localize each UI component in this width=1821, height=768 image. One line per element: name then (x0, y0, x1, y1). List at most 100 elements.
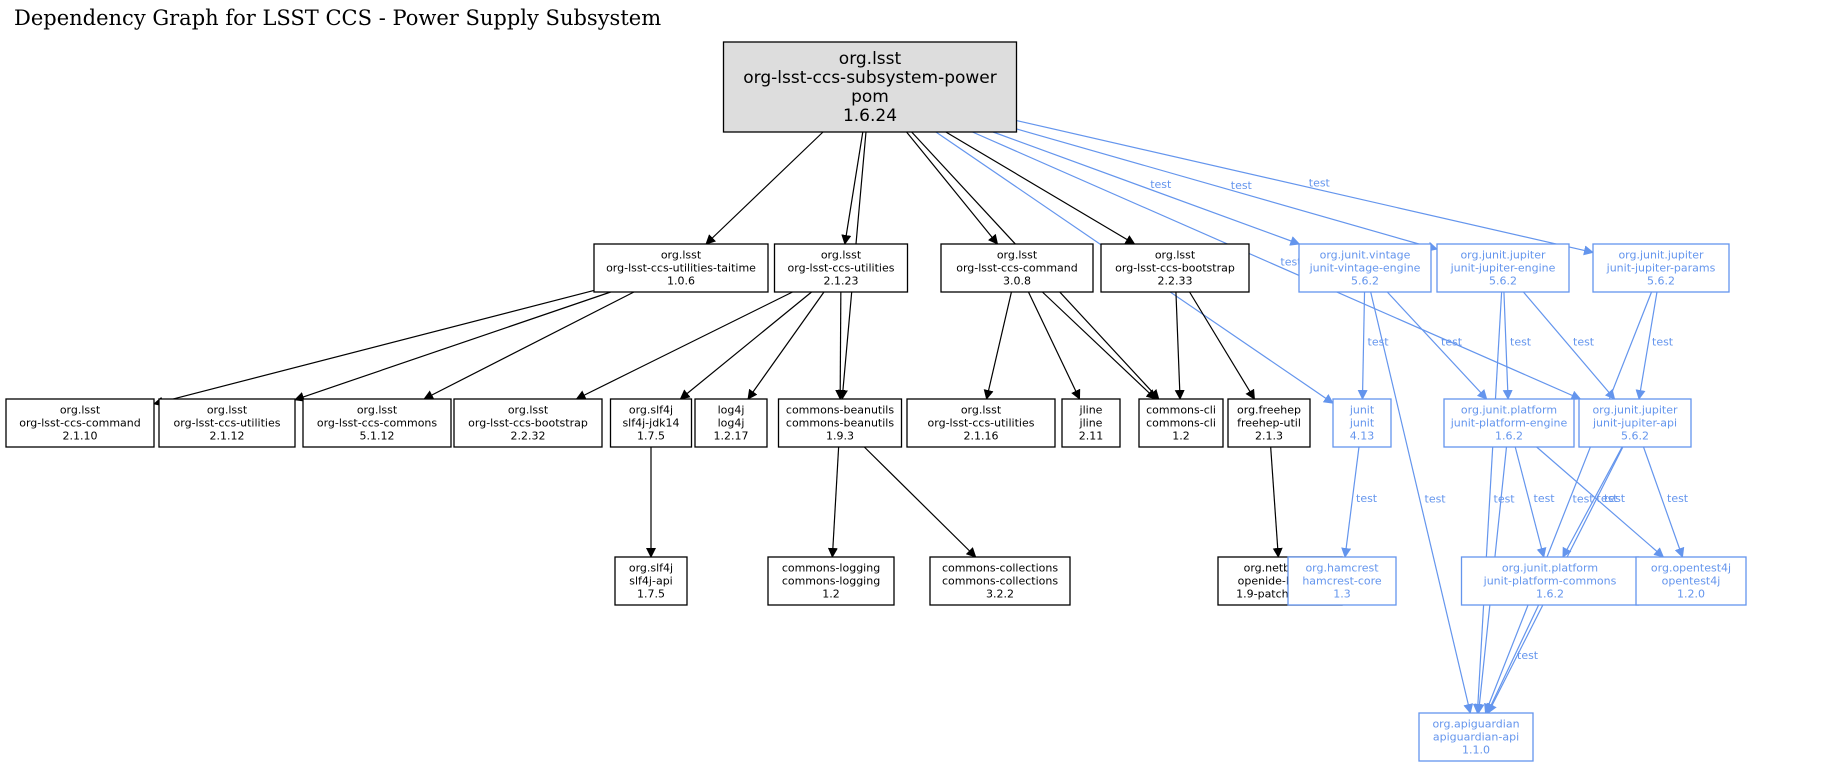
node-box (1443, 398, 1575, 448)
edge-line (1484, 291, 1653, 714)
node-box (302, 398, 452, 448)
edge-vintage-apiguardian: test (1370, 291, 1474, 714)
edge-line (1270, 446, 1283, 558)
node-label-line: slf4j-jdk14 (622, 417, 679, 430)
edge-root-jupapi: test (972, 131, 1582, 400)
edge-label: test (1425, 493, 1447, 506)
node-box (1061, 398, 1121, 448)
edge-line (827, 446, 840, 558)
edge-root-taitime (705, 131, 824, 245)
node-label-line: junit-jupiter-engine (1450, 262, 1556, 275)
node-jupengine[interactable]: org.junit.jupiterjunit-jupiter-engine5.6… (1436, 243, 1570, 293)
node-label-line: 1.6.2 (1536, 588, 1564, 601)
node-label-line: 3.2.2 (986, 588, 1014, 601)
edge-label: test (1597, 492, 1619, 505)
edge-line (1370, 291, 1474, 714)
edge-jupparams-apiguardian: test (1484, 291, 1653, 714)
node-label-line: org.lsst (661, 249, 702, 262)
nodes-layer: org.lsstorg-lsst-ccs-subsystem-powerpom1… (5, 41, 1747, 762)
edge-line (1041, 291, 1157, 400)
node-label-line: 5.1.12 (360, 430, 395, 443)
node-platcommons[interactable]: org.junit.platformjunit-platform-commons… (1460, 556, 1640, 606)
node-label-line: 2.11 (1079, 430, 1104, 443)
node-label-line: jline (1079, 417, 1103, 430)
node-label-line: org.apiguardian (1432, 718, 1519, 731)
node-box (614, 556, 688, 606)
edge-root-bootstrap (945, 131, 1136, 245)
node-label-line: junit (1349, 417, 1375, 430)
node-label-line: org.lsst (207, 404, 248, 417)
node-vintage[interactable]: org.junit.vintagejunit-vintage-engine5.6… (1298, 243, 1432, 293)
edge-line (1562, 446, 1623, 558)
node-box (593, 243, 769, 293)
edge-line (1502, 291, 1513, 400)
node-label-line: 1.2.17 (714, 430, 749, 443)
node-label-line: org.freehep (1237, 404, 1301, 417)
node-label-line: org.slf4j (629, 562, 673, 575)
node-label-line: 2.2.33 (1158, 275, 1193, 288)
node-jupparams[interactable]: org.junit.jupiterjunit-jupiter-params5.6… (1592, 243, 1730, 293)
node-box (1635, 556, 1747, 606)
edge-line (1536, 446, 1665, 558)
node-box (1100, 243, 1250, 293)
edge-line (906, 131, 999, 245)
edge-jupapi-platcommons: test (1562, 446, 1623, 558)
node-label-line: 1.2 (1172, 430, 1190, 443)
edge-line (1486, 604, 1540, 714)
node-root[interactable]: org.lsstorg-lsst-ccs-subsystem-powerpom1… (722, 41, 1018, 133)
node-label-line: org.junit.jupiter (1618, 249, 1704, 262)
node-label-line: commons-cli (1146, 404, 1216, 417)
node-label-line: log4j (718, 404, 745, 417)
node-label-line: 5.6.2 (1351, 275, 1379, 288)
node-box (1332, 398, 1392, 448)
node-box (694, 398, 768, 448)
edge-label: test (1494, 493, 1516, 506)
edge-root-vintage: test (992, 131, 1301, 246)
node-label-line: 1.7.5 (637, 430, 665, 443)
node-box (1227, 398, 1311, 448)
edge-taitime-util2112 (294, 291, 611, 402)
node-platengine[interactable]: org.junit.platformjunit-platform-engine1… (1443, 398, 1575, 448)
node-label-line: junit-platform-commons (1483, 575, 1617, 588)
node-box (777, 398, 903, 448)
edge-line (983, 291, 1013, 400)
node-taitime[interactable]: org.lsstorg-lsst-ccs-utilities-taitime1.… (593, 243, 769, 293)
edge-platcommons-apiguardian: test (1486, 604, 1540, 714)
node-label-line: commons-collections (942, 575, 1058, 588)
node-label-line: 1.1.0 (1462, 744, 1490, 757)
node-label-line: 1.2.0 (1677, 588, 1705, 601)
node-label-line: org.junit.platform (1461, 404, 1557, 417)
node-box (1418, 712, 1534, 762)
edge-label: test (1441, 336, 1463, 349)
edge-line (1189, 291, 1255, 400)
edge-command-jline (1027, 291, 1081, 400)
node-label-line: hamcrest-core (1302, 575, 1382, 588)
edge-bootstrap-freehep (1189, 291, 1255, 400)
node-collections[interactable]: commons-collectionscommons-collections3.… (929, 556, 1071, 606)
edge-line (835, 291, 846, 400)
node-box (1592, 243, 1730, 293)
node-box (1298, 243, 1432, 293)
